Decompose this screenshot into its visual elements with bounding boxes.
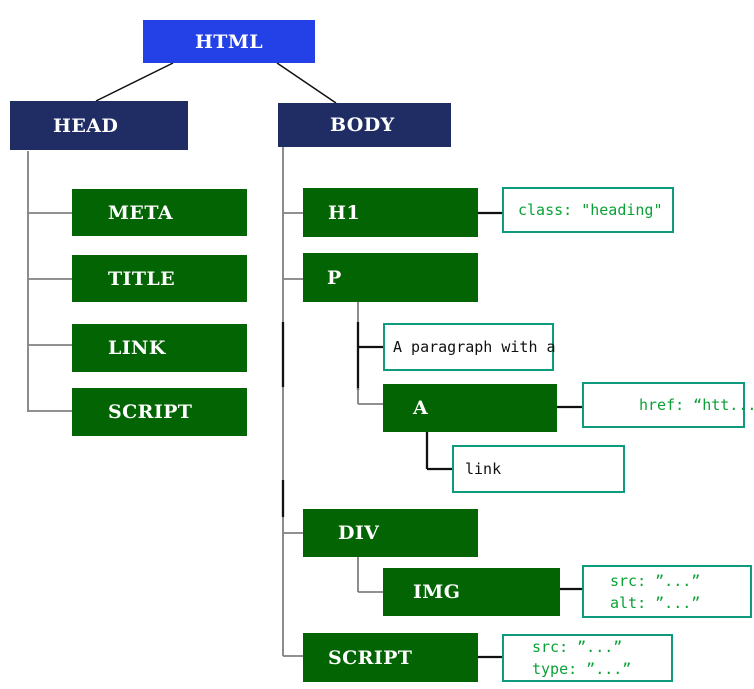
node-title-label: TITLE bbox=[108, 267, 176, 290]
node-p-label: P bbox=[327, 266, 342, 289]
note-a-attrs: href: “htt...” bbox=[582, 382, 754, 428]
note-h1-attrs-text: class: "heading" bbox=[518, 201, 663, 219]
node-link-label: LINK bbox=[108, 337, 166, 359]
node-p: P bbox=[303, 253, 478, 302]
note-img-attrs: src: ”...” alt: ”...” bbox=[582, 565, 752, 618]
note-a-text: link bbox=[452, 445, 625, 493]
node-script-head-label: SCRIPT bbox=[108, 401, 193, 423]
node-script-head: SCRIPT bbox=[72, 388, 247, 436]
node-script-body-label: SCRIPT bbox=[328, 646, 413, 669]
node-body: BODY bbox=[278, 103, 451, 147]
node-head: HEAD bbox=[10, 101, 188, 150]
node-link: LINK bbox=[72, 324, 247, 372]
node-meta-label: META bbox=[108, 201, 173, 224]
note-img-attrs-line2: alt: ”...” bbox=[610, 593, 701, 612]
note-a-attrs-text: href: “htt...” bbox=[639, 396, 754, 414]
node-meta: META bbox=[72, 189, 247, 236]
note-script-attrs-line2: type: ”...” bbox=[532, 660, 632, 678]
node-a-label: A bbox=[413, 397, 429, 419]
note-h1-attrs: class: "heading" bbox=[502, 187, 674, 233]
node-img-label: IMG bbox=[413, 581, 461, 603]
node-div: DIV bbox=[303, 509, 478, 557]
node-img: IMG bbox=[383, 568, 560, 616]
note-p-text: A paragraph with a bbox=[383, 323, 556, 371]
node-title: TITLE bbox=[72, 255, 247, 302]
node-html: HTML bbox=[143, 20, 315, 63]
note-img-attrs-line1: src: ”...” bbox=[610, 571, 701, 590]
node-html-label: HTML bbox=[194, 30, 264, 53]
node-div-label: DIV bbox=[338, 522, 380, 544]
note-script-attrs: src: ”...” type: ”...” bbox=[502, 634, 673, 682]
note-p-text-content: A paragraph with a bbox=[393, 338, 556, 356]
node-a: A bbox=[383, 384, 557, 432]
node-script-body: SCRIPT bbox=[303, 633, 478, 682]
node-h1-label: H1 bbox=[328, 201, 360, 224]
note-a-text-content: link bbox=[465, 460, 502, 478]
node-body-label: BODY bbox=[330, 114, 395, 136]
node-h1: H1 bbox=[303, 188, 478, 237]
node-head-label: HEAD bbox=[53, 114, 119, 137]
note-script-attrs-line1: src: ”...” bbox=[532, 638, 623, 656]
